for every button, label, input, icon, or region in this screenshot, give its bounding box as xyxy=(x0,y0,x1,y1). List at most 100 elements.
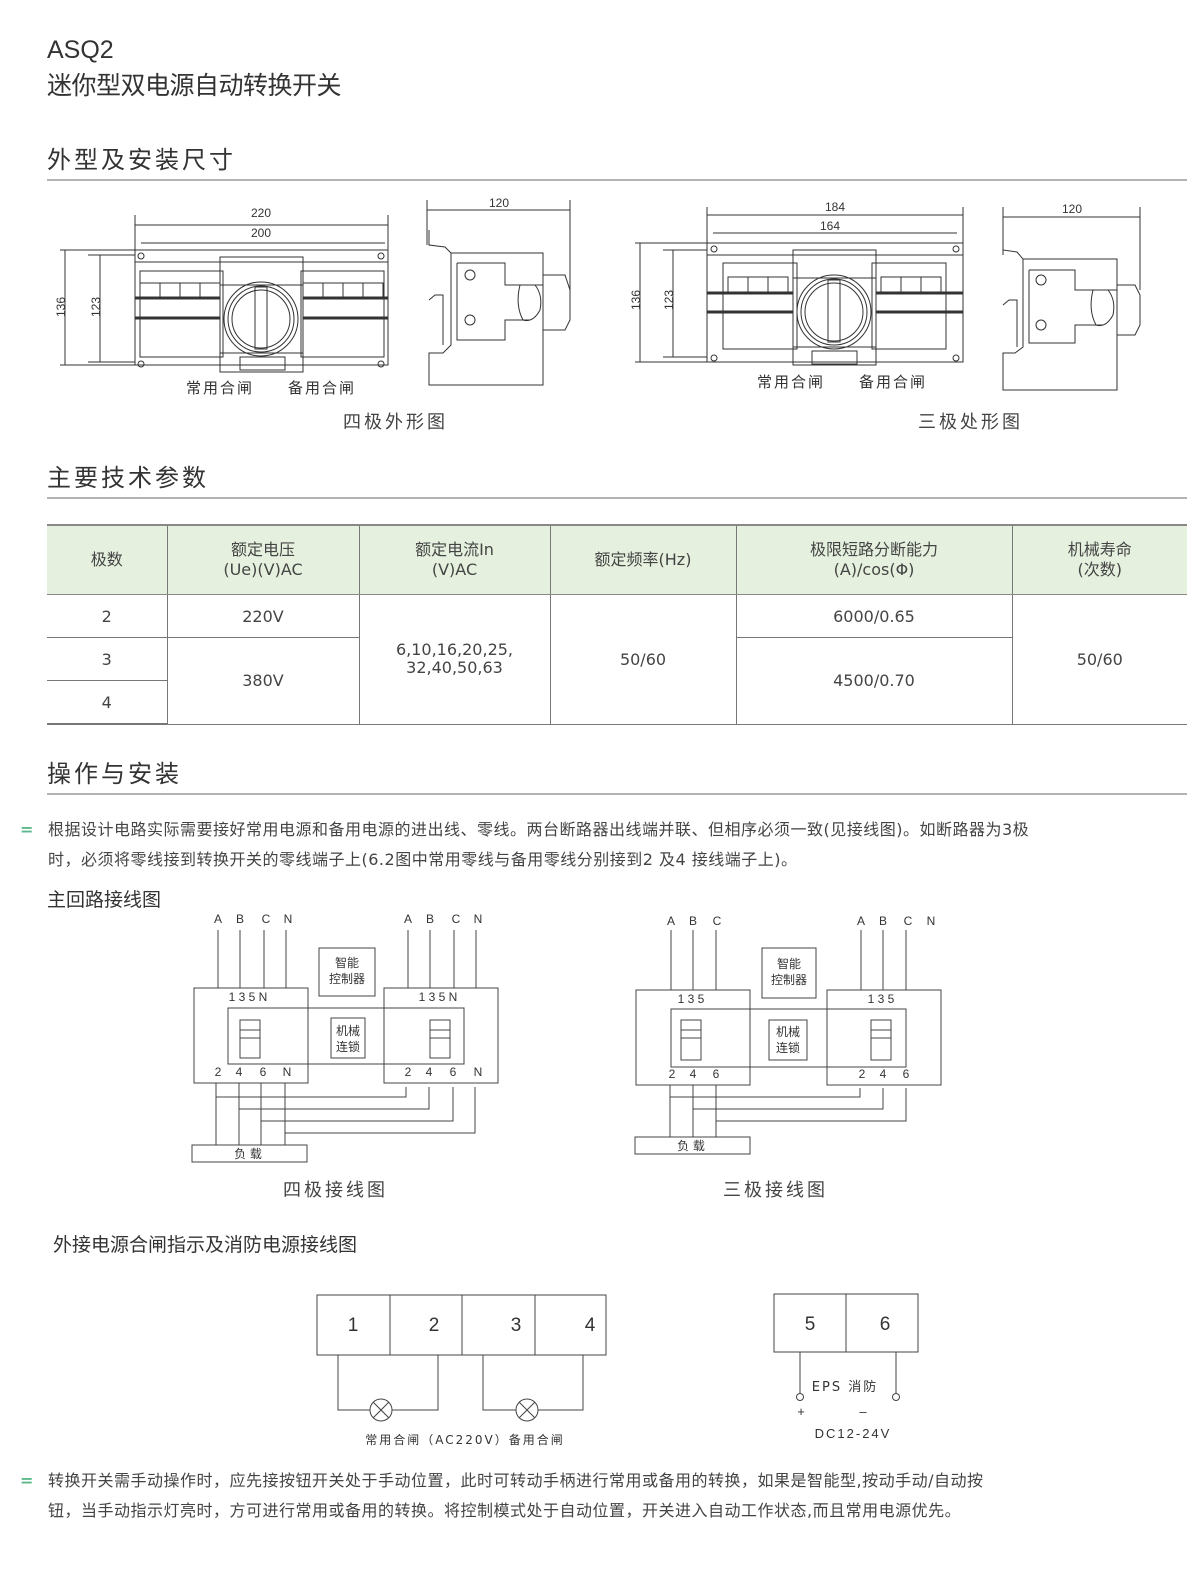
top-terminals: 1 3 5 xyxy=(868,992,895,1006)
phase-label: A xyxy=(404,912,412,926)
dim-width-inner: 200 xyxy=(251,226,271,240)
bottom-terminal: 2 xyxy=(405,1065,412,1079)
label-backup-close: 备用合闸 xyxy=(859,373,927,391)
phase-label: B xyxy=(689,914,697,928)
bottom-terminal: 6 xyxy=(903,1067,910,1081)
bottom-terminal: 6 xyxy=(450,1065,457,1079)
controller-label: 智能 xyxy=(335,955,359,970)
phase-label: N xyxy=(474,912,483,926)
four-pole-side-drawing: 120 xyxy=(426,196,571,386)
section-divider xyxy=(47,179,1187,181)
terminal-number: 5 xyxy=(805,1314,816,1335)
phase-label: N xyxy=(284,912,293,926)
phase-label: B xyxy=(879,914,887,928)
terminal-number: 6 xyxy=(880,1314,891,1335)
phase-label: C xyxy=(452,912,461,926)
cell-voltage: 220V xyxy=(166,594,360,638)
top-terminals: 1 3 5 N xyxy=(229,990,268,1004)
caption-three-pole-wiring: 三极接线图 xyxy=(723,1180,828,1201)
phase-label: B xyxy=(426,912,434,926)
header-current: 额定电流In(V)AC xyxy=(358,524,551,595)
four-pole-wiring-diagram: A B C N A B C N 1 3 5 N 1 3 5 N 2 4 6 N … xyxy=(191,912,499,1163)
fire-power-wiring-diagram: 5 6 EPS 消防 + – DC12-24V xyxy=(773,1293,919,1441)
cell-breaking: 4500/0.70 xyxy=(735,637,1013,725)
dim-width-inner: 164 xyxy=(820,219,840,233)
dim-depth: 120 xyxy=(1062,202,1082,216)
terminal-number: 2 xyxy=(429,1315,440,1336)
dim-height-inner: 123 xyxy=(662,290,676,310)
section-divider xyxy=(47,793,1187,795)
cell-voltage: 380V xyxy=(166,637,360,725)
cell-frequency: 50/60 xyxy=(549,594,737,725)
phase-label: A xyxy=(667,914,675,928)
phase-label: C xyxy=(904,914,913,928)
install-paragraph: =根据设计电路实际需要接好常用电源和备用电源的进出线、零线。两台断路器出线端并联… xyxy=(20,815,1190,875)
bullet-icon: = xyxy=(20,820,34,839)
header-breaking: 极限短路分断能力(A)/cos(Φ) xyxy=(735,524,1013,595)
minus-sign: – xyxy=(859,1404,867,1419)
three-pole-front-drawing: 184 164 136 123 常用合闸 备用合闸 xyxy=(629,200,964,391)
bottom-terminal: N xyxy=(474,1065,483,1079)
product-title: 迷你型双电源自动转换开关 xyxy=(47,71,342,100)
plus-sign: + xyxy=(797,1404,805,1419)
phase-label: N xyxy=(927,914,936,928)
caption-three-pole-outline: 三极处形图 xyxy=(918,412,1023,433)
cell-poles: 2 xyxy=(47,594,168,638)
bottom-terminal: 4 xyxy=(690,1067,697,1081)
dim-width-outer: 220 xyxy=(251,206,271,220)
label-backup-close: 备用合闸 xyxy=(288,379,356,397)
top-terminals: 1 3 5 N xyxy=(419,990,458,1004)
phase-label: C xyxy=(713,914,722,928)
operation-paragraph: =转换开关需手动操作时，应先接按钮开关处于手动位置，此时可转动手柄进行常用或备用… xyxy=(20,1466,1190,1526)
dim-height-outer: 136 xyxy=(629,290,643,310)
table-row: 4 xyxy=(47,680,1187,725)
three-pole-side-drawing: 120 xyxy=(1002,202,1141,391)
table-row: 2 220V 6,10,16,20,25, 32,40,50,63 50/60 … xyxy=(47,594,1187,725)
dim-height-inner: 123 xyxy=(89,297,103,317)
controller-label: 控制器 xyxy=(329,972,365,986)
main-circuit-title: 主回路接线图 xyxy=(47,889,162,911)
external-wiring-title: 外接电源合闸指示及消防电源接线图 xyxy=(53,1234,358,1256)
section-title-dimensions: 外型及安装尺寸 xyxy=(47,146,236,174)
section-divider xyxy=(47,497,1187,499)
section-title-specs: 主要技术参数 xyxy=(47,464,209,492)
bottom-terminal: 2 xyxy=(859,1067,866,1081)
caption-four-pole-wiring: 四极接线图 xyxy=(283,1180,388,1201)
model-number: ASQ2 xyxy=(47,36,114,64)
four-pole-front-drawing: 220 200 136 123 常用合闸 备用合闸 xyxy=(54,206,389,397)
dim-width-outer: 184 xyxy=(825,200,845,214)
cell-poles: 3 xyxy=(47,637,168,681)
cell-current: 6,10,16,20,25, 32,40,50,63 xyxy=(358,594,551,725)
bottom-terminal: 2 xyxy=(669,1067,676,1081)
interlock-label: 连锁 xyxy=(776,1040,800,1055)
phase-label: A xyxy=(214,912,222,926)
dc-voltage-label: DC12-24V xyxy=(815,1426,892,1441)
phase-label: C xyxy=(262,912,271,926)
controller-label: 智能 xyxy=(777,956,801,971)
section-title-operation: 操作与安装 xyxy=(47,760,182,788)
interlock-label: 机械 xyxy=(776,1024,800,1039)
cell-poles: 4 xyxy=(47,680,168,725)
bottom-terminal: 6 xyxy=(260,1065,267,1079)
header-frequency: 额定频率(Hz) xyxy=(549,524,737,595)
table-header-row: 极数 额定电压(Ue)(V)AC 额定电流In(V)AC 额定频率(Hz) 极限… xyxy=(47,524,1187,595)
indicator-caption: 常用合闸（AC220V）备用合闸 xyxy=(365,1432,565,1447)
header-voltage: 额定电压(Ue)(V)AC xyxy=(166,524,360,595)
terminal-number: 4 xyxy=(585,1315,596,1336)
bullet-icon: = xyxy=(20,1471,34,1490)
label-normal-close: 常用合闸 xyxy=(757,373,825,391)
label-normal-close: 常用合闸 xyxy=(186,379,254,397)
three-pole-wiring-diagram: A B C A B C N 1 3 5 1 3 5 2 4 6 2 4 6 智能… xyxy=(634,914,942,1155)
terminal-number: 1 xyxy=(348,1315,359,1336)
header-mech-life: 机械寿命(次数) xyxy=(1011,524,1187,595)
cell-mech-life: 50/60 xyxy=(1011,594,1187,725)
interlock-label: 连锁 xyxy=(336,1039,360,1054)
bottom-terminal: 2 xyxy=(215,1065,222,1079)
load-label: 负 载 xyxy=(677,1139,705,1153)
bottom-terminal: N xyxy=(283,1065,292,1079)
cell-breaking: 6000/0.65 xyxy=(735,594,1013,638)
dim-height-outer: 136 xyxy=(54,297,68,317)
terminal-number: 3 xyxy=(511,1315,522,1336)
phase-label: A xyxy=(857,914,865,928)
eps-fire-label: EPS 消防 xyxy=(812,1379,878,1395)
